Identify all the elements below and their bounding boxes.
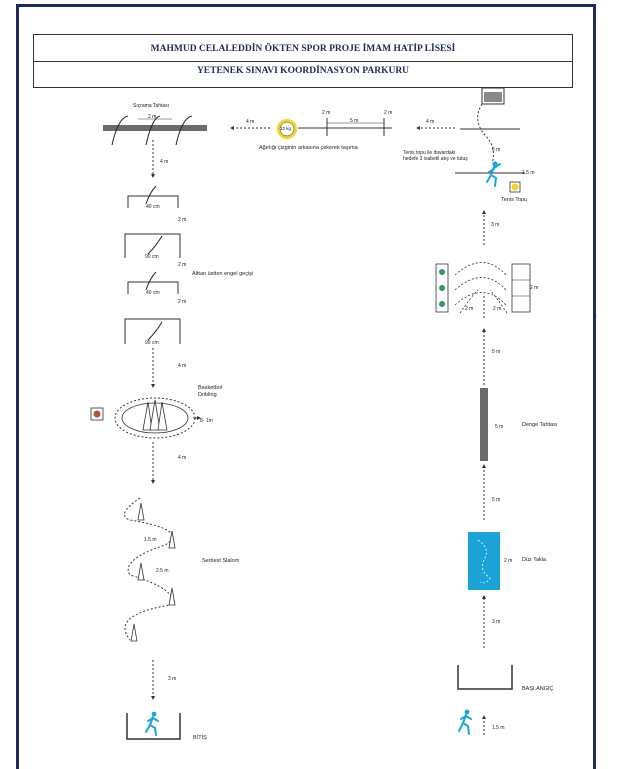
label-distance: 2.5 m (156, 568, 169, 574)
slalom-path (123, 497, 173, 641)
label-distance: 2 m (178, 217, 187, 223)
runner-icon (145, 711, 159, 736)
springboard (103, 115, 207, 146)
dribble-oval (114, 397, 201, 439)
hurdle-low-1 (127, 185, 179, 208)
label-height: 40 cm (146, 290, 160, 296)
label-distance: 4 m (246, 119, 255, 125)
label-forward-roll: Düz Takla (522, 557, 547, 563)
balance-beam (480, 388, 488, 461)
finish-zone (126, 713, 181, 740)
cone-icon (142, 401, 153, 431)
label-weight: 13 kg (280, 126, 292, 131)
weight-lines (298, 118, 392, 136)
runner-icon (486, 161, 501, 187)
label-distance: 5 m (350, 118, 359, 124)
label-distance: 4 m (160, 159, 169, 165)
label-height: 40 cm (146, 204, 160, 210)
label-distance: 2 m (178, 299, 187, 305)
label-distance: 5 m (495, 424, 504, 430)
label-distance: 4 m (426, 119, 435, 125)
label-distance: 2 m (504, 558, 513, 564)
label-distance: 2 m (322, 110, 331, 116)
school-name: MAHMUD CELALEDDİN ÖKTEN SPOR PROJE İMAM … (150, 44, 456, 54)
basketball-icon (90, 407, 104, 421)
document-page (16, 4, 596, 769)
tennis-ball-icon (509, 181, 521, 193)
throw-path (477, 103, 494, 164)
label-height: 90 cm (145, 254, 159, 260)
runner-icon (458, 709, 472, 735)
weight-icon (277, 119, 297, 139)
label-distance: 3 m (168, 676, 177, 682)
label-distance: 8- 1m (200, 418, 213, 424)
label-distance: 1.5 m (492, 725, 505, 731)
hurdle-high-2 (124, 318, 181, 344)
page-edge-mark: - (594, 312, 597, 321)
label-distance: 4 m (178, 455, 187, 461)
start-zone (457, 665, 513, 690)
label-distance: 4 m (178, 363, 187, 369)
label-finish: BİTİŞ (193, 735, 207, 741)
label-start: BAŞLANGIÇ (522, 686, 554, 692)
label-distance: 2 m (178, 262, 187, 268)
ball-stations (435, 262, 531, 318)
label-distance: 1.5 m (522, 170, 535, 176)
label-slalom: Serbest Slalom (202, 558, 240, 564)
label-balance-beam: Denge Tahtası (522, 422, 558, 428)
label-distance: 2 m (530, 285, 539, 291)
hurdle-high-1 (124, 233, 181, 258)
label-dribble: Dribling (198, 392, 217, 398)
label-distance: 6 m (492, 147, 501, 153)
label-tennis-desc: hedefe 3 isabetli atış ve tutuş (403, 156, 468, 162)
target-icon (481, 87, 505, 105)
title-divider (34, 61, 572, 62)
label-distance: 5 m (492, 497, 501, 503)
cone-icon (149, 399, 161, 431)
label-distance: 5 m (492, 349, 501, 355)
label-basketball: Basketbol (198, 385, 223, 391)
label-springboard: Sıçrama Tahtası (133, 103, 170, 109)
page-title: YETENEK SINAVI KOORDİNASYON PARKURU (196, 66, 410, 76)
label-distance: 2 m (148, 114, 157, 120)
cone-icon (137, 562, 145, 581)
label-distance: 2 m (493, 306, 502, 312)
title-box: MAHMUD CELALEDDİN ÖKTEN SPOR PROJE İMAM … (33, 34, 573, 88)
cone-icon (130, 623, 138, 642)
label-tennis-ball: Tenis Topu (501, 197, 528, 203)
mat (468, 532, 500, 590)
label-distance: 3 m (492, 619, 501, 625)
cone-icon (168, 530, 176, 549)
label-tennis-desc: Tenis topu ile duvardaki (403, 150, 456, 156)
label-hurdles: Alttan üstten engel geçişi (192, 271, 254, 277)
cone-icon (137, 502, 145, 521)
cone-icon (168, 587, 176, 606)
label-distance: 1.5 m (144, 537, 157, 543)
label-weight-drag: Ağırlığı çizginin arkasına çekerek taşım… (259, 145, 358, 151)
cone-icon (157, 401, 168, 431)
hurdle-low-2 (127, 271, 179, 294)
label-distance: 3 m (491, 222, 500, 228)
label-distance: 2 m (384, 110, 393, 116)
label-distance: 2 m (465, 306, 474, 312)
label-height: 90 cm (145, 340, 159, 346)
